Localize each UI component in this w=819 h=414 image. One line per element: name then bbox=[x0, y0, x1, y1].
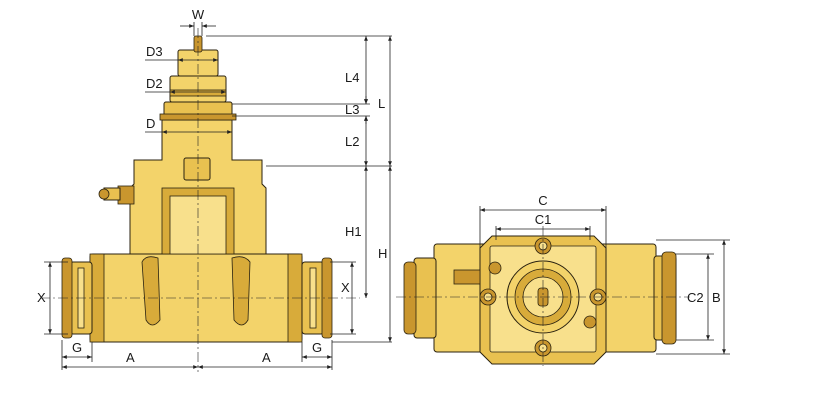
dim-b-label: B bbox=[712, 290, 721, 305]
dim-d2-label: D2 bbox=[146, 76, 163, 91]
tower-square-boss bbox=[183, 157, 211, 181]
dim-d-label: D bbox=[146, 116, 155, 131]
grease-fitting-tip bbox=[98, 188, 110, 200]
dim-h1-label: H1 bbox=[345, 224, 362, 239]
side-view: W D3 D2 D L4 L3 L2 L H1 bbox=[37, 7, 392, 372]
top-left-coupling-ring bbox=[403, 261, 417, 335]
top-left-coupling bbox=[413, 257, 437, 339]
dim-l2-label: L2 bbox=[345, 134, 359, 149]
dim-l4-label: L4 bbox=[345, 70, 359, 85]
dim-g-right-label: G bbox=[312, 340, 322, 355]
dim-x-left-label: X bbox=[37, 290, 46, 305]
dim-c2-label: C2 bbox=[687, 290, 704, 305]
dim-g-left-label: G bbox=[72, 340, 82, 355]
dim-d3-label: D3 bbox=[146, 44, 163, 59]
dim-h-label: H bbox=[378, 246, 387, 261]
bolt-hole-tl bbox=[488, 261, 502, 275]
dim-c-label: C bbox=[538, 193, 547, 208]
top-right-coupling-ring bbox=[661, 251, 677, 345]
dim-a-left-label: A bbox=[126, 350, 135, 365]
dim-x-right-label: X bbox=[341, 280, 350, 295]
right-rib bbox=[231, 256, 251, 326]
top-view: C C1 C2 B bbox=[396, 193, 730, 366]
dim-l-label: L bbox=[378, 96, 385, 111]
left-rib bbox=[141, 256, 161, 326]
dim-a-right-label: A bbox=[262, 350, 271, 365]
dim-c1-label: C1 bbox=[535, 212, 552, 227]
top-grease-fitting bbox=[453, 269, 481, 285]
dim-l3-label: L3 bbox=[345, 102, 359, 117]
dim-w-label: W bbox=[192, 7, 205, 22]
bolt-hole-br bbox=[583, 315, 597, 329]
